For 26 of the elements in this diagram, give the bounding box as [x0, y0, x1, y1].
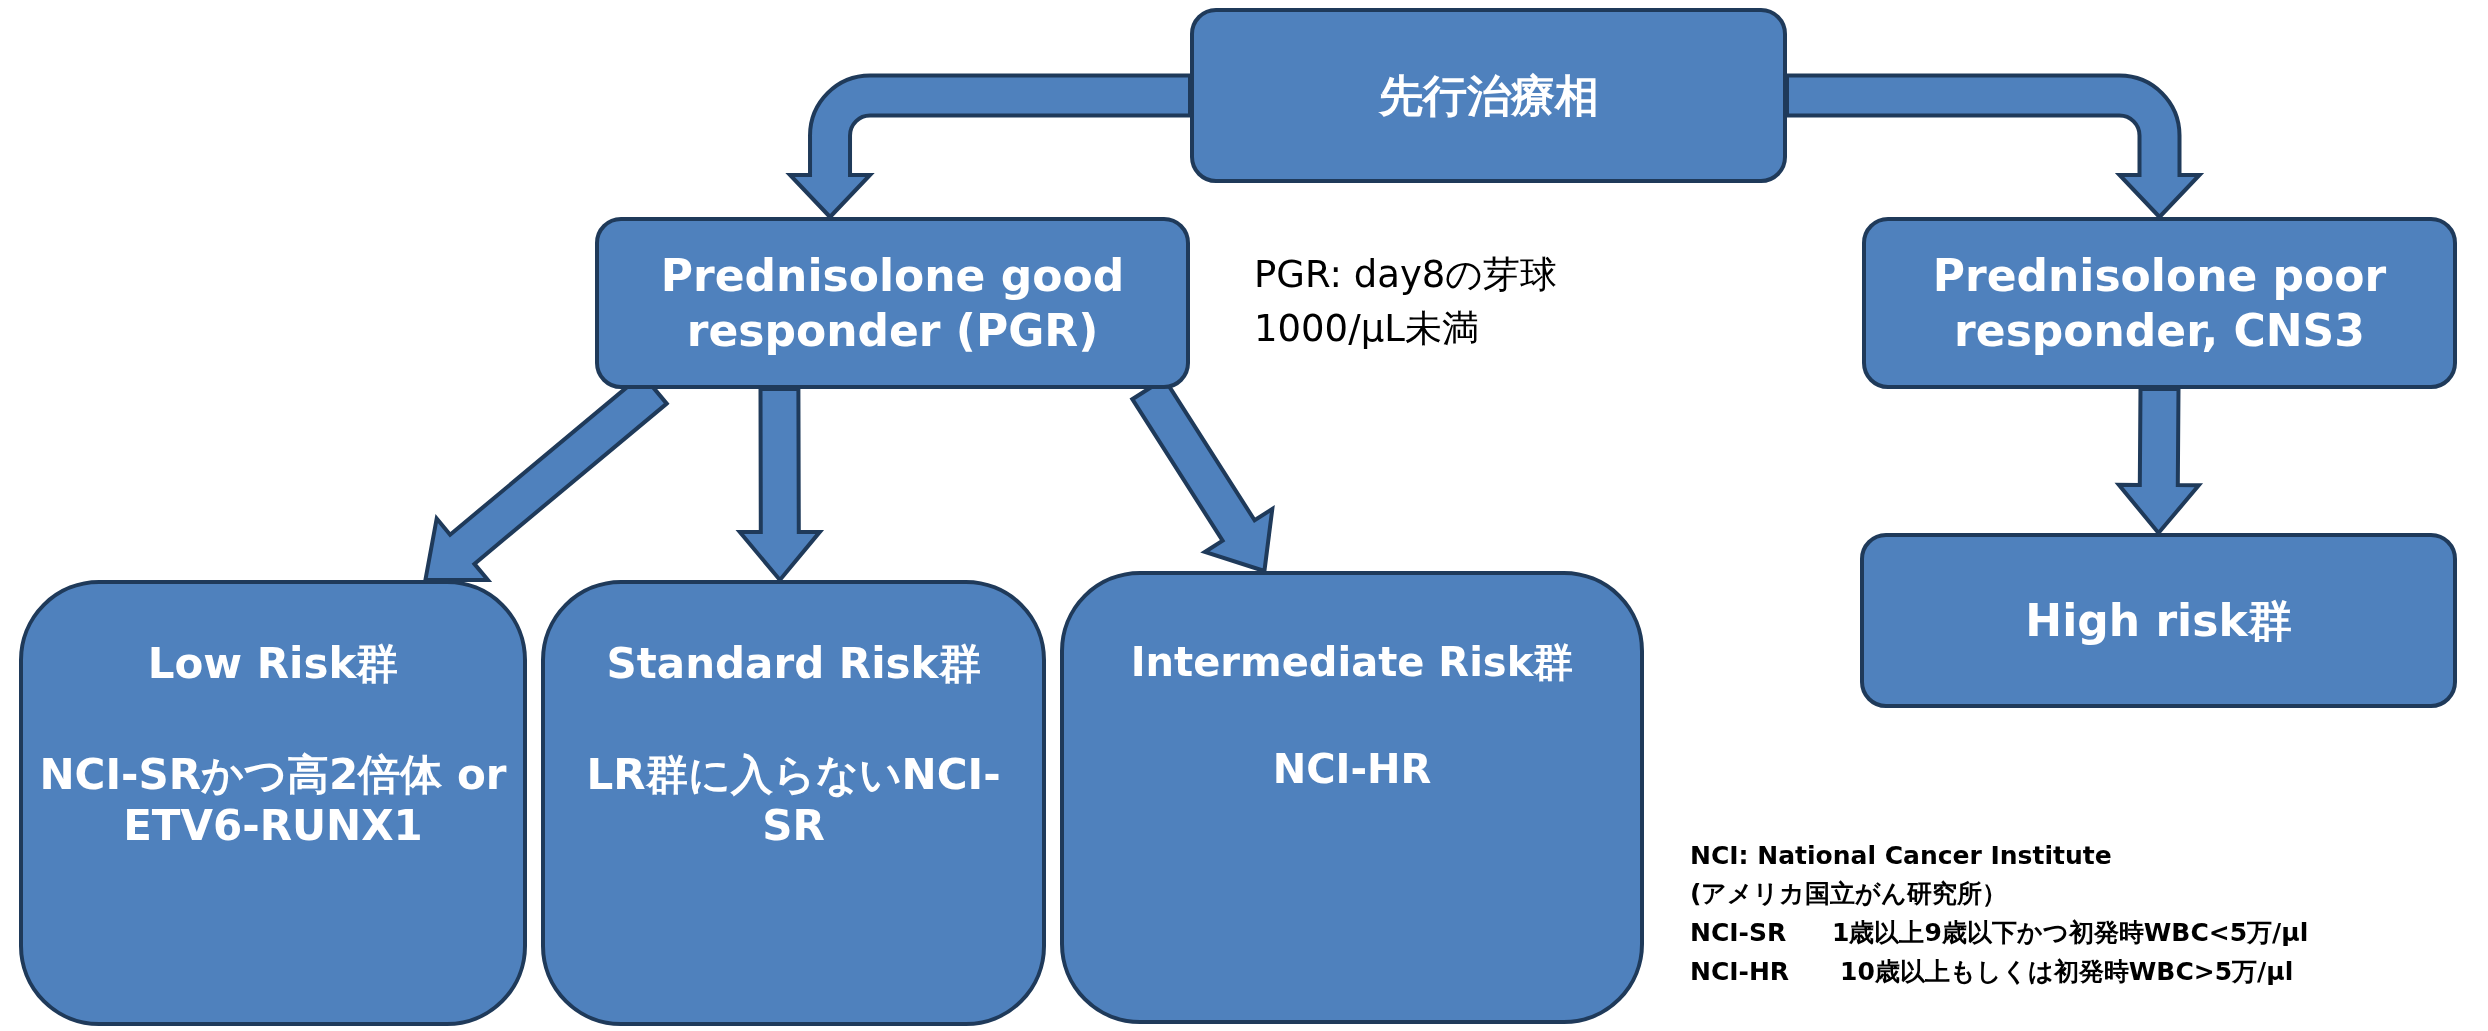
- box-text: NCI-SRかつ高2倍体 or ETV6-RUNX1: [38, 748, 508, 851]
- box-title: Standard Risk群: [606, 638, 981, 690]
- footnote-text: NCI-HR: [1690, 956, 1791, 988]
- box-title: Intermediate Risk群: [1130, 638, 1574, 687]
- footnote-text: NCI: National Cancer Institute: [1690, 840, 2113, 872]
- box-title: Prednisolone good responder (PGR): [659, 249, 1126, 358]
- box-text: LR群に入らないNCI-SR: [585, 748, 1002, 851]
- box-text: NCI-HR: [1272, 745, 1432, 794]
- footnote-text: 10歳以上もしくは初発時WBC>5万/μl: [1840, 956, 2295, 988]
- process-box: [541, 580, 1046, 1026]
- block-arrow: [1785, 73, 2202, 219]
- footnote-text: 1歳以上9歳以下かつ初発時WBC<5万/μl: [1832, 917, 2310, 949]
- process-box: [19, 580, 527, 1026]
- box-title: Prednisolone poor responder, CNS3: [1931, 249, 2388, 358]
- process-box: [1060, 571, 1644, 1024]
- process-box: [595, 217, 1190, 389]
- process-box: [1860, 533, 2457, 708]
- box-title: High risk群: [2025, 594, 2292, 648]
- process-box: [1190, 8, 1787, 183]
- box-title: 先行治療相: [1378, 69, 1599, 123]
- block-arrow: [788, 73, 1192, 219]
- note-text: PGR: day8の芽球1000/μL未満: [1254, 252, 1559, 352]
- footnote-text: (アメリカ国立がん研究所）: [1690, 878, 2009, 910]
- footnote-text: NCI-SR: [1690, 917, 1788, 949]
- box-title: Low Risk群: [147, 638, 399, 690]
- process-box: [1862, 217, 2457, 389]
